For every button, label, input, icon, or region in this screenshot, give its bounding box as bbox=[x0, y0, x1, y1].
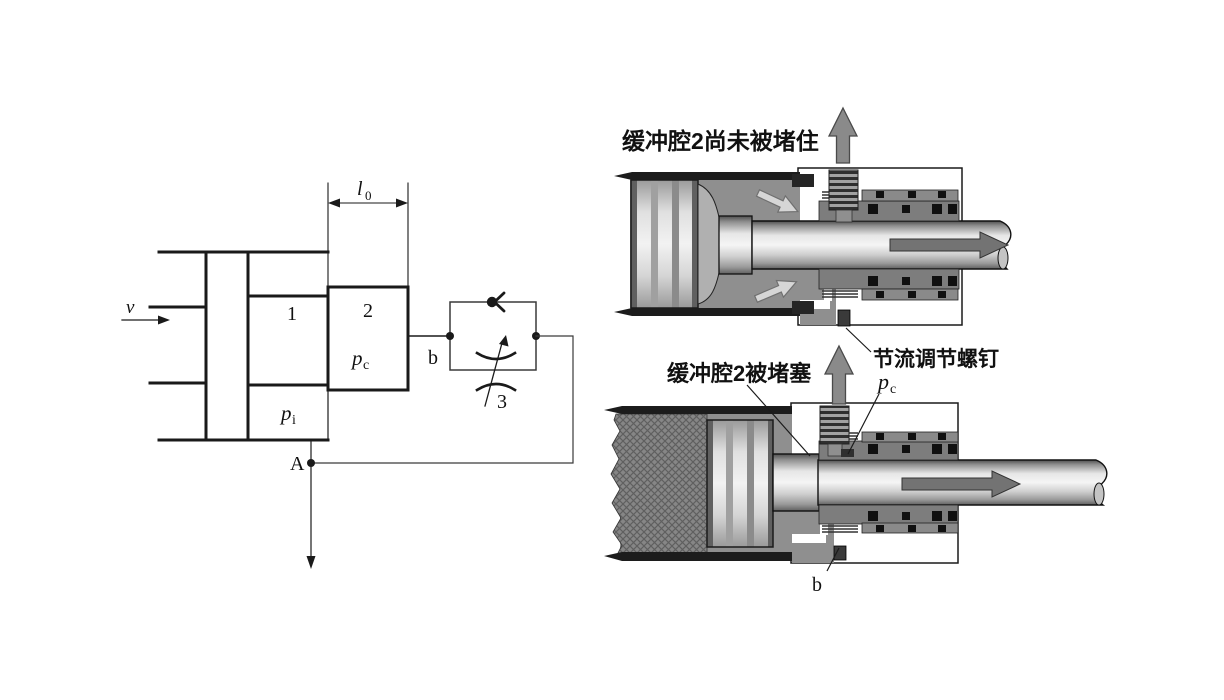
check-throttle-valve bbox=[310, 291, 574, 464]
screw-leader-line bbox=[845, 327, 872, 353]
throttle-screw-label: 节流调节螺钉 bbox=[873, 347, 999, 371]
velocity-label: v bbox=[126, 297, 135, 318]
port-b-label: b bbox=[428, 347, 438, 369]
check-valve-icon bbox=[486, 291, 506, 313]
cushion-plunger-2-outline bbox=[326, 285, 410, 392]
rod-motion-arrow bbox=[901, 470, 1022, 498]
outflow-up-arrow bbox=[827, 106, 859, 164]
piston-rings bbox=[706, 419, 774, 548]
sectioned-body-hatch bbox=[610, 413, 708, 554]
barrel-wall-bottom bbox=[614, 308, 800, 316]
throttle-gap-detail bbox=[841, 449, 854, 457]
cushion-pressure-label: p bbox=[350, 346, 363, 370]
chamber-pressure-label: p bbox=[279, 401, 292, 425]
return-line bbox=[310, 335, 574, 464]
outflow-up-arrow bbox=[823, 344, 855, 405]
plunger-number-label: 2 bbox=[363, 300, 373, 322]
barrel-wall-top bbox=[604, 406, 792, 414]
port-b-leader-line bbox=[826, 547, 840, 572]
cylinder-body bbox=[148, 250, 410, 442]
cushion-length-sub: 0 bbox=[365, 188, 372, 203]
cutaway-top-view: 缓冲腔2尚未被堵住 bbox=[614, 106, 1012, 353]
pressure-pc-label: p bbox=[876, 369, 889, 394]
hydraulic-schematic: v l 0 1 2 p c p i b A 3 bbox=[121, 178, 574, 569]
port-b-photo-label: b bbox=[812, 574, 822, 596]
caption-bottom-view: 缓冲腔2被堵塞 bbox=[667, 361, 812, 386]
chamber-pressure-sub: i bbox=[292, 413, 296, 428]
cushion-plunger-blocking bbox=[772, 453, 820, 512]
caption-top-view: 缓冲腔2尚未被堵住 bbox=[622, 128, 819, 154]
valve-number-label: 3 bbox=[497, 391, 507, 413]
barrel-wall-bottom bbox=[604, 552, 792, 561]
throttle-valve-icon bbox=[475, 335, 517, 407]
piston-rings bbox=[630, 179, 699, 309]
velocity-arrow bbox=[121, 315, 170, 325]
flow-arrow-lower bbox=[753, 279, 798, 304]
caption-leader-line bbox=[746, 384, 811, 457]
outflow-line-A bbox=[306, 439, 316, 569]
cushion-overflow-screw bbox=[828, 169, 859, 211]
port-b-plug bbox=[833, 545, 847, 561]
rod-motion-arrow bbox=[889, 231, 1010, 259]
cushion-overflow-screw bbox=[819, 405, 850, 445]
barrel-wall-top bbox=[614, 172, 800, 180]
pressure-pc-sub: c bbox=[890, 382, 896, 397]
cushion-plunger bbox=[718, 215, 753, 275]
cutaway-bottom-view: 缓冲腔2被堵塞 p c b bbox=[604, 344, 1108, 596]
flow-arrow-upper bbox=[755, 189, 800, 213]
cushion-length-dimension bbox=[327, 182, 409, 288]
piston-number-label: 1 bbox=[287, 303, 297, 325]
cushion-length-label: l bbox=[357, 178, 363, 200]
cushion-pressure-sub: c bbox=[363, 358, 369, 373]
gland-seals bbox=[818, 189, 960, 301]
node-a-label: A bbox=[290, 453, 305, 475]
pressure-leader-line bbox=[847, 393, 880, 455]
throttle-screw-plug bbox=[837, 309, 851, 327]
